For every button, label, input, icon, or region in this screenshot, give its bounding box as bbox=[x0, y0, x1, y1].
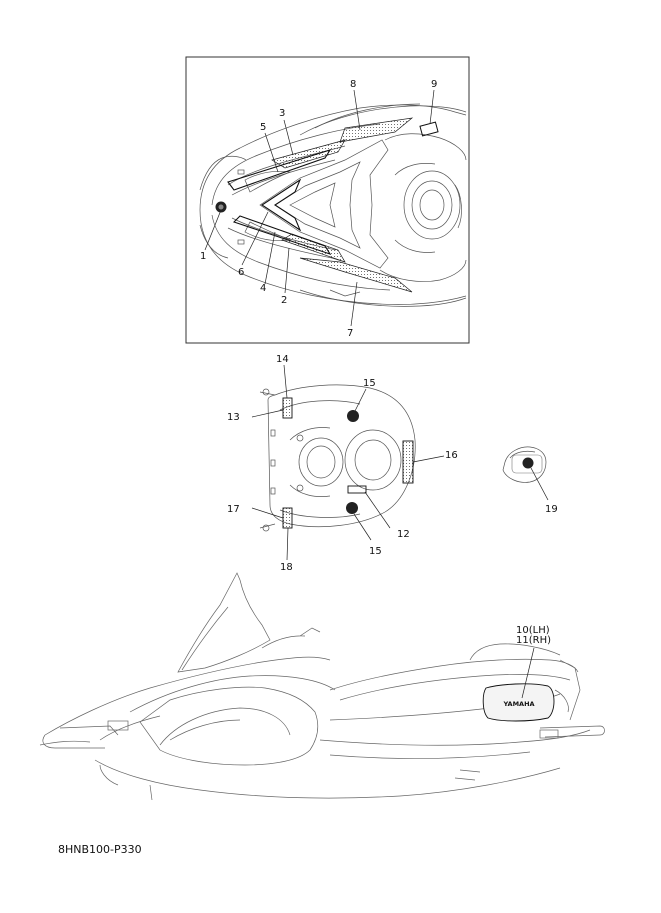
callout-3: 3 bbox=[279, 108, 285, 119]
callout-19: 19 bbox=[545, 504, 558, 515]
decal-5-stripe bbox=[227, 149, 332, 191]
callout-12: 12 bbox=[397, 529, 410, 540]
callout-15-bottom: 15 bbox=[369, 546, 382, 557]
detail-frame bbox=[185, 56, 470, 344]
snowmobile-side-view: YAMAHA 10(LH) 11(RH) bbox=[39, 572, 605, 801]
center-graphic bbox=[259, 139, 389, 269]
callout-9: 9 bbox=[431, 79, 437, 90]
callout-7: 7 bbox=[347, 328, 353, 339]
emblem-15-top bbox=[347, 410, 359, 422]
figure-code: 8HNB100-P330 bbox=[58, 843, 142, 856]
hood-detail-view: 1 2 3 4 5 6 7 8 9 bbox=[185, 56, 470, 344]
hood-side bbox=[44, 656, 331, 736]
callout-16: 16 bbox=[445, 450, 458, 461]
decal-4-stripe bbox=[232, 215, 332, 256]
hood-top-outline bbox=[267, 384, 416, 528]
decal-10-11-panel bbox=[482, 683, 555, 722]
callout-17: 17 bbox=[227, 504, 240, 515]
callout-10: 10(LH) bbox=[516, 625, 550, 636]
callout-14: 14 bbox=[276, 354, 289, 365]
callout-8: 8 bbox=[350, 79, 356, 90]
callout-4: 4 bbox=[260, 283, 266, 294]
hood-top-view: 14 13 15 16 12 17 15 18 bbox=[227, 354, 458, 573]
decal-7-panel bbox=[299, 257, 413, 293]
decal-brand-mark: YAMAHA bbox=[502, 700, 534, 708]
callout-1: 1 bbox=[200, 251, 206, 262]
callout-13: 13 bbox=[227, 412, 240, 423]
decal-8-panel bbox=[339, 117, 414, 143]
callout-5: 5 bbox=[260, 122, 266, 133]
steering-pad-view: 19 bbox=[502, 446, 558, 515]
decal-14-label bbox=[282, 397, 293, 419]
emblem-15-bottom bbox=[346, 502, 358, 514]
decal-6-stripe bbox=[260, 178, 302, 232]
decal-16-label bbox=[402, 440, 414, 484]
callout-18: 18 bbox=[280, 562, 293, 573]
emblem-19 bbox=[522, 457, 534, 469]
windshield bbox=[177, 572, 271, 673]
hood-outline bbox=[199, 104, 467, 305]
callout-11: 11(RH) bbox=[516, 635, 551, 646]
decal-12-label bbox=[347, 485, 367, 494]
callout-6: 6 bbox=[238, 267, 244, 278]
callout-15-top: 15 bbox=[363, 378, 376, 389]
callout-2: 2 bbox=[281, 295, 287, 306]
decal-18-label bbox=[282, 507, 293, 529]
decal-9-label bbox=[419, 121, 439, 137]
